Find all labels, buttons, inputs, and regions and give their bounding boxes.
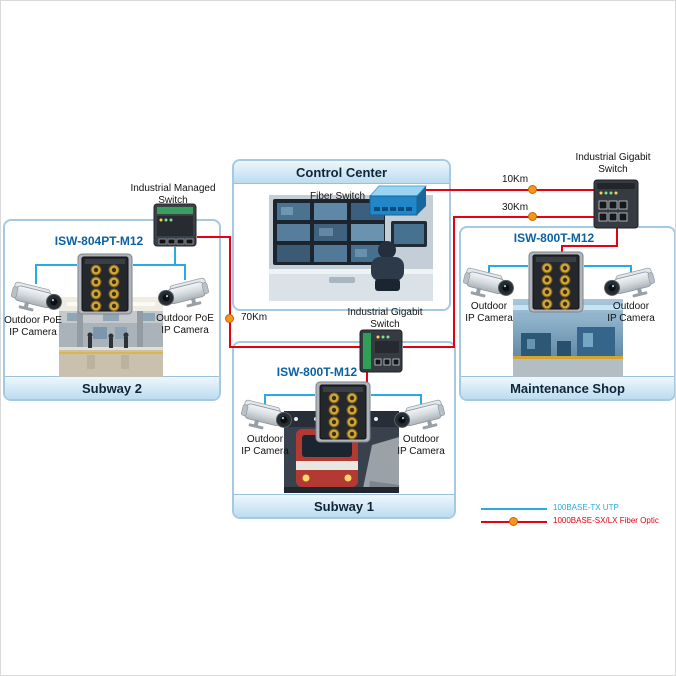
industrial-gigabit-switch-image bbox=[593, 179, 639, 234]
subway1-zone-title: Subway 1 bbox=[234, 494, 454, 517]
subway2-model-title: ISW-804PT-M12 bbox=[54, 234, 144, 248]
utp-line bbox=[489, 265, 528, 267]
fiber-line-10km bbox=[425, 189, 595, 191]
fiber-line bbox=[229, 346, 361, 348]
utp-line bbox=[174, 247, 176, 265]
utp-line bbox=[264, 394, 266, 408]
utp-line bbox=[35, 264, 37, 284]
camera-label: Outdoor IP Camera bbox=[397, 434, 445, 457]
distance-30km-label: 30Km bbox=[501, 202, 529, 213]
utp-line bbox=[584, 265, 631, 267]
fiber-line-30km bbox=[453, 216, 455, 348]
camera-label: Outdoor PoE IP Camera bbox=[4, 315, 62, 338]
legend-utp-line bbox=[481, 508, 547, 510]
distance-70km-label: 70Km bbox=[241, 312, 268, 323]
utp-line bbox=[420, 394, 422, 408]
utp-line bbox=[35, 264, 77, 266]
legend-fiber-label: 1000BASE-SX/LX Fiber Optic bbox=[553, 516, 659, 525]
ip-camera-icon bbox=[235, 393, 296, 442]
industrial-gigabit-switch-label: Industrial Gigabit Switch bbox=[575, 152, 651, 175]
ip-camera-icon bbox=[457, 261, 518, 310]
subway1-model-title: ISW-800T-M12 bbox=[276, 365, 358, 379]
industrial-gigabit-switch-image bbox=[359, 329, 403, 378]
utp-line bbox=[265, 394, 315, 396]
camera-label: Outdoor IP Camera bbox=[607, 301, 655, 324]
fiber-line bbox=[366, 371, 368, 383]
camera-label: Outdoor IP Camera bbox=[241, 434, 289, 457]
fiber-marker-dot bbox=[509, 517, 518, 526]
utp-line bbox=[184, 264, 186, 280]
fiber-line bbox=[197, 236, 231, 238]
ip-camera-icon bbox=[599, 261, 660, 310]
fiber-marker-dot bbox=[225, 314, 234, 323]
industrial-managed-switch-image bbox=[153, 203, 197, 252]
utp-line bbox=[488, 265, 490, 279]
control-center-zone-title: Control Center bbox=[234, 161, 449, 184]
industrial-gigabit-switch-label: Industrial Gigabit Switch bbox=[347, 307, 423, 330]
fiber-marker-dot bbox=[528, 212, 537, 221]
fiber-switch-image bbox=[368, 185, 428, 222]
camera-label: Outdoor IP Camera bbox=[465, 301, 513, 324]
control-room-photo bbox=[269, 195, 433, 306]
distance-10km-label: 10Km bbox=[501, 174, 529, 185]
utp-line bbox=[133, 264, 185, 266]
fiber-line bbox=[616, 228, 618, 247]
maintenance-model-title: ISW-800T-M12 bbox=[513, 231, 595, 245]
isw-800t-m12-switch-image bbox=[528, 251, 584, 318]
fiber-line bbox=[229, 236, 231, 348]
ip-camera-icon bbox=[389, 393, 450, 442]
fiber-line bbox=[561, 245, 563, 255]
isw-804pt-m12-switch-image bbox=[77, 253, 133, 320]
legend-utp-label: 100BASE-TX UTP bbox=[553, 503, 619, 512]
fiber-line bbox=[403, 346, 455, 348]
fiber-line-30km bbox=[453, 216, 595, 218]
utp-line bbox=[371, 394, 421, 396]
camera-label: Outdoor PoE IP Camera bbox=[156, 313, 214, 336]
ip-camera-icon bbox=[5, 275, 66, 324]
fiber-marker-dot bbox=[528, 185, 537, 194]
fiber-switch-label: Fiber Switch bbox=[309, 191, 365, 202]
industrial-managed-switch-label: Industrial Managed Switch bbox=[130, 183, 216, 206]
fiber-line bbox=[561, 245, 618, 247]
ip-camera-icon bbox=[153, 271, 214, 320]
isw-800t-m12-switch-image bbox=[315, 381, 371, 448]
